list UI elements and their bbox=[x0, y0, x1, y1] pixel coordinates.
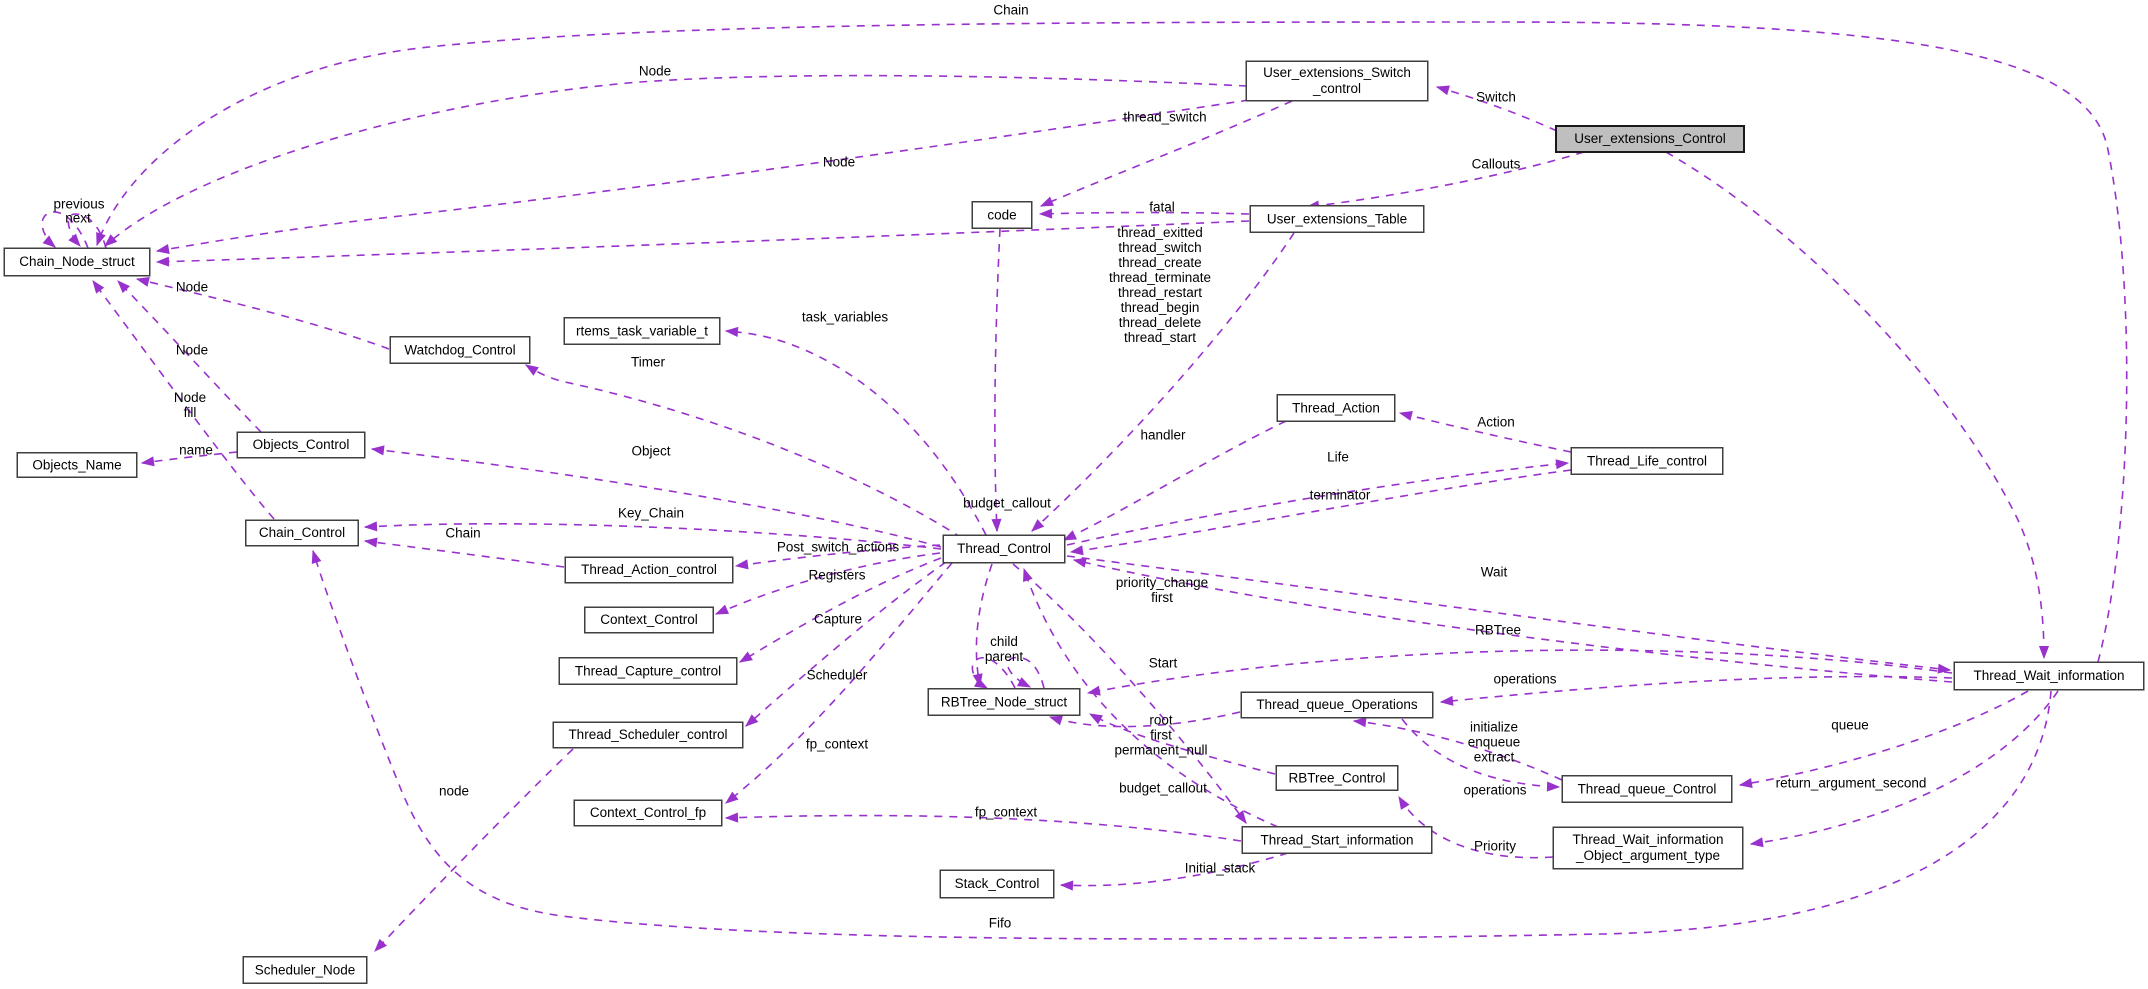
edge-object bbox=[370, 445, 942, 548]
node-chain-control[interactable]: Chain_Control bbox=[245, 520, 359, 546]
edge-node-scheduler bbox=[374, 748, 574, 952]
node-thread-start-information[interactable]: Thread_Start_information bbox=[1242, 826, 1432, 854]
edge-callouts bbox=[1305, 151, 1585, 211]
edge-self-loop-previous bbox=[41, 211, 89, 249]
edge-operations-1 bbox=[1439, 675, 1953, 706]
edge-fp-context-1 bbox=[725, 562, 953, 804]
edge-node-top bbox=[104, 74, 1248, 247]
node-objects-control[interactable]: Objects_Control bbox=[237, 432, 365, 458]
edge-self-loop-next bbox=[67, 213, 107, 249]
edge-scheduler bbox=[745, 561, 947, 727]
node-user-extensions-switch-control[interactable]: User_extensions_Switch _control bbox=[1246, 61, 1428, 101]
edge-operations-2 bbox=[1401, 718, 1561, 792]
edge-capture bbox=[738, 557, 942, 663]
node-chain-node-struct[interactable]: Chain_Node_struct bbox=[4, 248, 150, 276]
edge-fifo bbox=[311, 549, 2052, 940]
node-thread-capture-control[interactable]: Thread_Capture_control bbox=[559, 657, 737, 685]
edge-action bbox=[1398, 411, 1572, 453]
node-objects-name[interactable]: Objects_Name bbox=[17, 452, 137, 478]
edge-queue bbox=[1738, 690, 2029, 788]
node-code[interactable]: code bbox=[972, 201, 1032, 229]
node-thread-action[interactable]: Thread_Action bbox=[1277, 394, 1395, 422]
edge-initialize-enqueue-extract bbox=[1352, 717, 1563, 781]
edge-node-objects bbox=[117, 280, 262, 433]
edge-priority bbox=[1398, 795, 1554, 859]
edge-priority-change-first bbox=[1072, 557, 1953, 683]
edge-thread-callbacks bbox=[1031, 232, 1295, 532]
edge-handler bbox=[1062, 420, 1287, 541]
edge-terminator bbox=[1069, 469, 1572, 556]
node-thread-wait-information[interactable]: Thread_Wait_information bbox=[1954, 662, 2144, 690]
node-thread-control[interactable]: Thread_Control bbox=[943, 535, 1065, 563]
edge-fp-context-2 bbox=[724, 812, 1242, 842]
edge-node-mid bbox=[155, 99, 1250, 254]
edge-budget-callout-1 bbox=[991, 228, 1002, 533]
edge-node-fill bbox=[92, 280, 275, 520]
node-stack-control[interactable]: Stack_Control bbox=[940, 870, 1054, 898]
edge-node-watchdog bbox=[135, 276, 390, 350]
node-scheduler-node[interactable]: Scheduler_Node bbox=[243, 956, 367, 984]
node-thread-life-control[interactable]: Thread_Life_control bbox=[1571, 447, 1723, 475]
node-rbtree-control[interactable]: RBTree_Control bbox=[1276, 765, 1398, 791]
node-rbtree-node-struct[interactable]: RBTree_Node_struct bbox=[928, 688, 1080, 716]
node-user-extensions-table[interactable]: User_extensions_Table bbox=[1250, 205, 1424, 233]
node-thread-action-control[interactable]: Thread_Action_control bbox=[565, 557, 733, 583]
node-user-extensions-control: User_extensions_Control bbox=[1556, 126, 1744, 152]
edge-tqo-to-rbtree-node bbox=[1048, 711, 1241, 728]
edge-tc-to-rbtree-node bbox=[972, 563, 993, 688]
edge-key-chain bbox=[363, 521, 942, 550]
node-thread-wait-information-object-argument-type[interactable]: Thread_Wait_information _Object_argument… bbox=[1553, 827, 1743, 869]
node-thread-queue-operations[interactable]: Thread_queue_Operations bbox=[1241, 692, 1433, 718]
edge-uec-to-twi bbox=[1665, 151, 2050, 660]
edge-rbtree bbox=[1086, 649, 1953, 696]
edge-post-switch-actions bbox=[734, 544, 941, 570]
edge-root-first-permanent-null bbox=[1088, 713, 1276, 775]
edge-chain-top-loop bbox=[96, 21, 2128, 663]
edge-chain-mid bbox=[363, 537, 565, 568]
edge-life bbox=[1066, 459, 1570, 546]
edge-task-variables bbox=[724, 326, 987, 536]
node-context-control-fp[interactable]: Context_Control_fp bbox=[574, 800, 722, 826]
edge-wait bbox=[1066, 555, 1952, 674]
edge-initial-stack bbox=[1059, 852, 1289, 891]
node-rtems-task-variable-t[interactable]: rtems_task_variable_t bbox=[564, 317, 720, 345]
node-watchdog-control[interactable]: Watchdog_Control bbox=[390, 336, 530, 364]
edge-start bbox=[1012, 563, 1247, 824]
edge-return-argument-second bbox=[1749, 690, 2059, 848]
edge-switch bbox=[1435, 85, 1558, 132]
node-thread-queue-control[interactable]: Thread_queue_Control bbox=[1562, 775, 1732, 803]
edge-fatal bbox=[1038, 208, 1250, 219]
edge-registers bbox=[714, 552, 941, 615]
edge-timer bbox=[524, 364, 963, 539]
node-context-control[interactable]: Context_Control bbox=[584, 607, 714, 633]
edge-name bbox=[140, 451, 238, 467]
edge-thread-switch bbox=[1039, 100, 1293, 207]
edge-uet-to-chain-node bbox=[155, 220, 1250, 267]
edge-self-loop-parent bbox=[1006, 656, 1045, 689]
node-thread-scheduler-control[interactable]: Thread_Scheduler_control bbox=[553, 722, 743, 748]
